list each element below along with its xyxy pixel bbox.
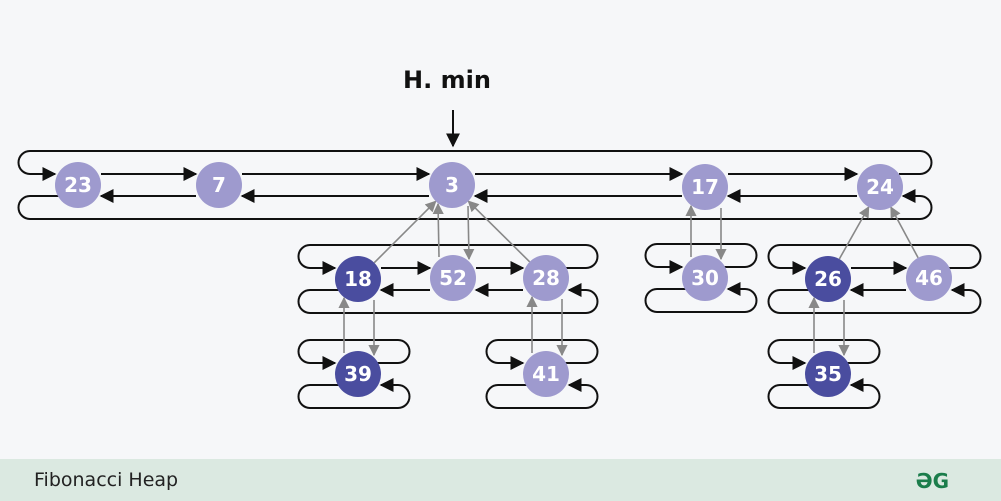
node-key: 35 [814,362,842,386]
node-circle [523,255,569,301]
circular-next-link [644,243,758,274]
heap-node-35: 35 [805,351,851,397]
node-circle [805,256,851,302]
node-key: 30 [691,266,719,290]
node-key: 7 [212,173,226,197]
circular-prev-link [297,283,599,314]
heap-node-24: 24 [857,164,903,210]
heap-node-28: 28 [523,255,569,301]
node-circle [429,162,475,208]
parent-pointer-arrow [373,200,437,264]
node-key: 39 [344,362,372,386]
circular-next-link [297,339,411,370]
parent-pointer-arrow [838,206,870,260]
node-circle [682,164,728,210]
heap-node-3: 3 [429,162,475,208]
circular-next-link [17,150,933,181]
child-pointer-arrow [463,205,475,261]
heap-node-18: 18 [335,256,381,302]
heap-node-46: 46 [906,255,952,301]
circular-next-link [767,339,881,370]
node-key: 24 [866,175,894,199]
heap-node-7: 7 [196,162,242,208]
node-circle [335,256,381,302]
node-key: 18 [344,267,372,291]
node-circle [906,255,952,301]
parent-pointer-arrow [467,200,531,263]
node-circle [55,162,101,208]
h-min-label: H. min [403,66,491,94]
footer-title: Fibonacci Heap [34,469,179,491]
circular-prev-link [767,378,881,409]
node-key: 41 [532,362,560,386]
node-key: 52 [439,266,467,290]
circular-next-link [767,244,982,275]
heap-node-39: 39 [335,351,381,397]
node-key: 23 [64,173,92,197]
heap-node-17: 17 [682,164,728,210]
circular-prev-link [644,282,758,313]
node-key: 17 [691,175,719,199]
circular-next-link [297,244,599,275]
node-circle [857,164,903,210]
fibonacci-heap-diagram: H. min 23 7 3 17 24 18 52 28 30 26 46 39 41 35 [17,66,982,409]
heap-node-26: 26 [805,256,851,302]
circular-prev-link [485,378,599,409]
circular-prev-link [17,189,933,220]
gfg-logo-icon: ƏG [915,469,949,493]
heap-node-52: 52 [430,255,476,301]
circular-next-link [485,339,599,370]
node-circle [682,255,728,301]
node-key: 28 [532,266,560,290]
node-circle [430,255,476,301]
heap-node-30: 30 [682,255,728,301]
node-key: 3 [445,173,459,197]
parent-pointer-arrow [432,202,444,258]
parent-pointer-arrow [890,206,919,259]
circular-prev-link [767,283,982,314]
node-circle [196,162,242,208]
circular-prev-link [297,378,411,409]
node-key: 46 [915,266,943,290]
heap-node-23: 23 [55,162,101,208]
node-circle [805,351,851,397]
node-key: 26 [814,267,842,291]
heap-node-41: 41 [523,351,569,397]
node-circle [335,351,381,397]
footer-bar: Fibonacci Heap ƏG [0,459,1001,501]
node-circle [523,351,569,397]
